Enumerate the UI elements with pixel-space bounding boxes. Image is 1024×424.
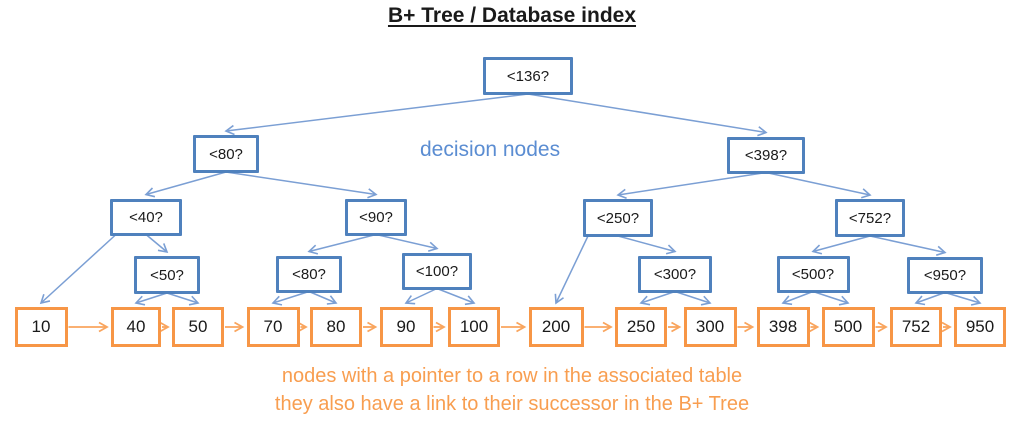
leaf-node-50: 50 <box>172 307 224 347</box>
node-label: <90? <box>359 208 393 226</box>
decision-node-752: <752? <box>835 199 905 237</box>
node-label: <398? <box>744 146 788 164</box>
node-label: <100? <box>415 262 459 280</box>
leaf-node-70: 70 <box>246 307 300 347</box>
edge-d80b-l80 <box>308 290 338 305</box>
leaf-note-line1: nodes with a pointer to a row in the ass… <box>281 365 743 387</box>
edge-d80-d90 <box>225 171 378 199</box>
decision-node-80: <80? <box>193 135 259 173</box>
decision-node-300: <300? <box>638 255 712 293</box>
node-label: 100 <box>459 317 489 336</box>
leaf-node-40: 40 <box>111 307 161 347</box>
leaf-node-10: 10 <box>14 307 68 347</box>
leaf-node-100: 100 <box>448 307 500 347</box>
edge-d40-l10 <box>39 233 117 305</box>
leaf-node-200: 200 <box>528 307 584 347</box>
node-label: <80? <box>292 265 326 283</box>
leaf-node-90: 90 <box>379 307 433 347</box>
node-label: <752? <box>848 209 892 227</box>
leaf-node-398: 398 <box>756 307 810 347</box>
node-label: 752 <box>901 317 931 336</box>
decision-nodes-label: decision nodes <box>420 138 561 161</box>
node-label: <250? <box>596 209 640 227</box>
edge-d300-l250 <box>639 290 676 306</box>
leaf-note-line2: they also have a link to their successor… <box>274 393 750 415</box>
edge-d40-d50 <box>145 233 169 254</box>
leaf-node-250: 250 <box>615 307 667 347</box>
node-label: 500 <box>833 317 863 336</box>
decision-node-80: <80? <box>276 255 342 293</box>
node-label: <50? <box>150 266 184 284</box>
node-label: 70 <box>263 317 283 336</box>
leaf-node-300: 300 <box>683 307 737 347</box>
decision-node-100: <100? <box>402 252 472 290</box>
edge-d752-d500 <box>811 235 871 255</box>
node-label: 40 <box>126 317 146 336</box>
decision-node-40: <40? <box>110 198 182 236</box>
edge-d500-l398 <box>781 290 814 306</box>
diagram-title: B+ Tree / Database index <box>387 4 637 27</box>
edge-d250-d300 <box>617 235 677 255</box>
edge-d100-l100 <box>436 287 476 306</box>
node-label: 10 <box>31 317 51 336</box>
edge-d398-d250 <box>616 171 767 199</box>
node-label: 200 <box>541 317 571 336</box>
decision-node-90: <90? <box>345 198 407 236</box>
edge-d950-l752 <box>914 291 946 306</box>
edge-d136-d398 <box>527 93 768 137</box>
edge-d90-d80b <box>307 233 377 255</box>
edge-d80b-l70 <box>271 290 310 306</box>
node-label: 250 <box>626 317 656 336</box>
edge-d80-d40 <box>144 171 227 198</box>
node-label: 398 <box>768 317 798 336</box>
decision-node-950: <950? <box>907 256 983 294</box>
edge-d250-l200 <box>554 235 589 305</box>
edge-d50-l40 <box>134 292 168 306</box>
decision-node-250: <250? <box>583 199 653 237</box>
edge-d136-d80 <box>224 93 529 136</box>
leaf-node-950: 950 <box>954 307 1006 347</box>
node-label: <80? <box>209 145 243 163</box>
edge-d398-d752 <box>765 171 872 199</box>
edge-d300-l300 <box>674 290 712 306</box>
node-label: <300? <box>653 265 697 283</box>
edge-d950-l950 <box>944 291 982 306</box>
node-label: <136? <box>506 67 550 85</box>
leaf-node-752: 752 <box>890 307 942 347</box>
node-label: 80 <box>326 317 346 336</box>
node-label: 90 <box>396 317 416 336</box>
node-label: <950? <box>923 266 967 284</box>
leaf-node-80: 80 <box>310 307 362 347</box>
decision-node-398: <398? <box>727 136 805 174</box>
edge-d752-d950 <box>869 235 947 256</box>
edge-d90-d100 <box>375 233 439 252</box>
node-label: 300 <box>695 317 725 336</box>
leaf-note: nodes with a pointer to a row in the ass… <box>0 362 1024 418</box>
decision-node-50: <50? <box>134 256 200 294</box>
node-label: <500? <box>791 265 835 283</box>
node-label: 50 <box>188 317 208 336</box>
node-label: 950 <box>965 317 995 336</box>
leaf-node-500: 500 <box>821 307 875 347</box>
edge-d500-l500 <box>812 290 850 306</box>
edge-d50-l50 <box>166 292 200 306</box>
node-label: <40? <box>129 208 163 226</box>
decision-node-500: <500? <box>776 255 850 293</box>
decision-node-136: <136? <box>483 57 573 95</box>
edge-d100-l90 <box>404 287 438 305</box>
